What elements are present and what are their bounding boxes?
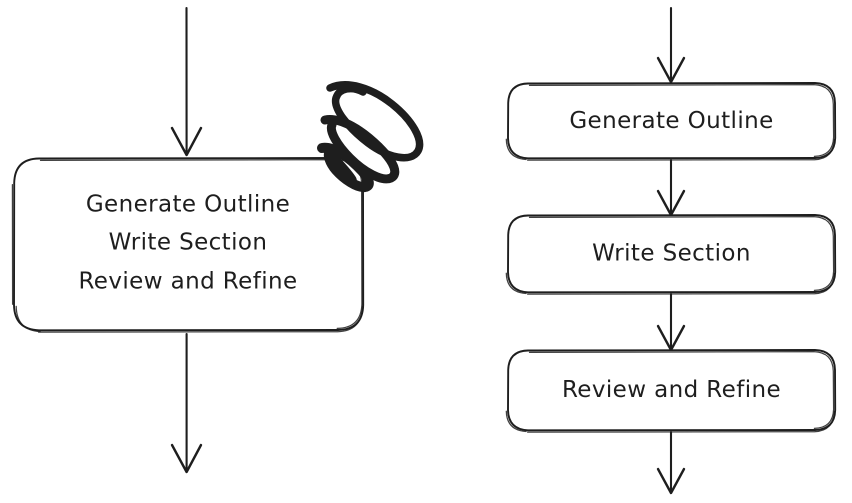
arrow-generate-to-write [656,158,686,217]
merged-node-line-2: Write Section [109,230,268,256]
merged-steps-node[interactable]: Generate Outline Write Section Review an… [11,157,365,333]
node-generate-outline-label: Generate Outline [569,108,773,134]
arrow-in-right [656,6,686,84]
merged-node-line-1: Generate Outline [86,192,290,218]
arrow-write-to-review [656,292,686,352]
left-variant-group: Generate Outline Write Section Review an… [11,6,424,474]
arrow-out-right [656,430,686,495]
node-write-section-label: Write Section [592,241,751,267]
node-generate-outline[interactable]: Generate Outline [505,82,837,161]
merged-node-line-3: Review and Refine [78,269,297,295]
arrow-out-left [170,332,203,474]
right-variant-group: Generate Outline Write Section Review an [505,6,837,495]
arrow-in-left [170,6,203,157]
node-review-and-refine-label: Review and Refine [562,377,781,403]
scribble-annotation[interactable] [317,81,424,193]
node-review-and-refine[interactable]: Review and Refine [505,349,837,433]
node-write-section[interactable]: Write Section [505,214,837,295]
